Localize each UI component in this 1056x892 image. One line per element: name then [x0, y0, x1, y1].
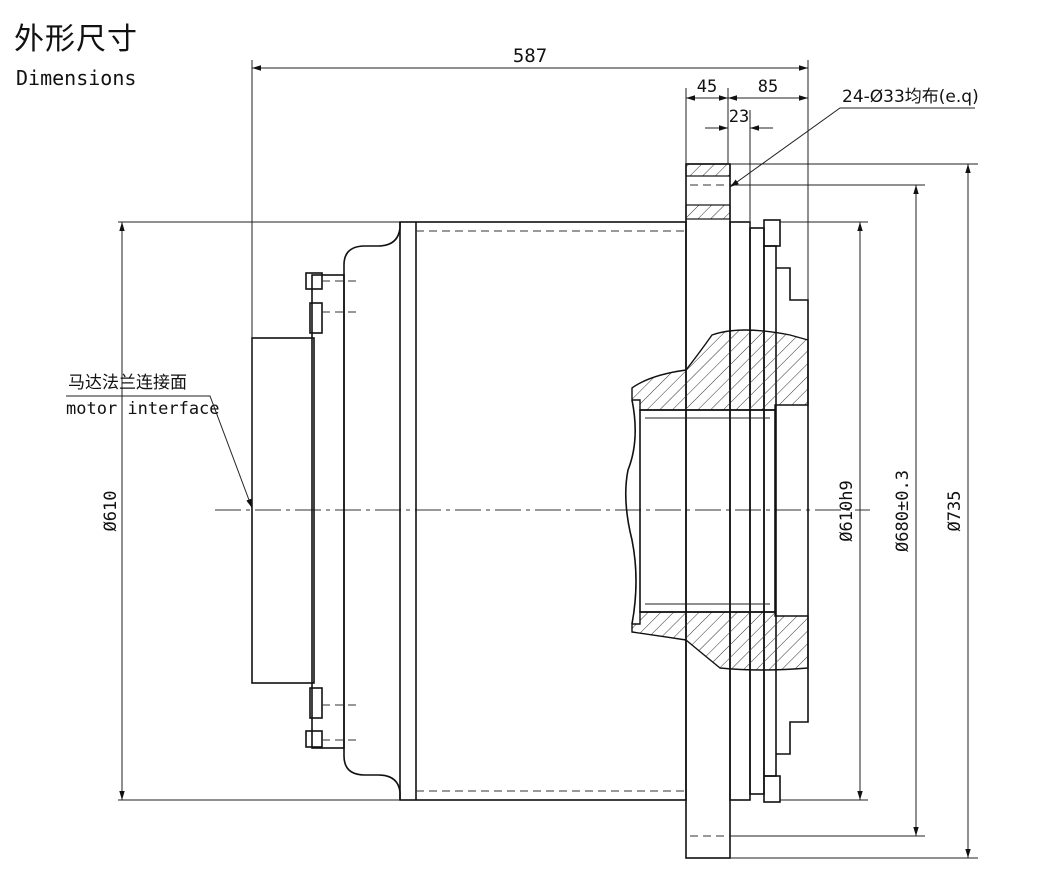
motor-interface-label-cn: 马达法兰连接面	[68, 373, 187, 393]
dim-bolt-holes: 24-Ø33均布(e.q)	[842, 87, 979, 107]
dim-spigot-diameter: Ø610h9	[837, 480, 857, 541]
output-shaft-section	[624, 329, 809, 671]
dim-body-diameter: Ø610	[101, 491, 121, 532]
drawing-title-en: Dimensions	[16, 66, 137, 90]
motor-adapter	[251, 222, 401, 800]
dim-overall-length: 587	[513, 45, 547, 67]
extension-lines	[118, 60, 978, 859]
dim-flange-diameter: Ø735	[945, 491, 965, 532]
dim-flange-width: 45	[697, 77, 717, 97]
drawing-title-cn: 外形尺寸	[14, 22, 138, 57]
motor-interface-label-en: motor interface	[66, 399, 220, 419]
gearbox-body	[399, 221, 687, 801]
dimension-lines	[66, 65, 975, 858]
output-flange	[685, 163, 809, 859]
dim-flange-to-end: 85	[758, 77, 778, 97]
dim-hole-offset: 23	[729, 107, 749, 127]
dim-bolt-circle: Ø680±0.3	[893, 470, 913, 552]
